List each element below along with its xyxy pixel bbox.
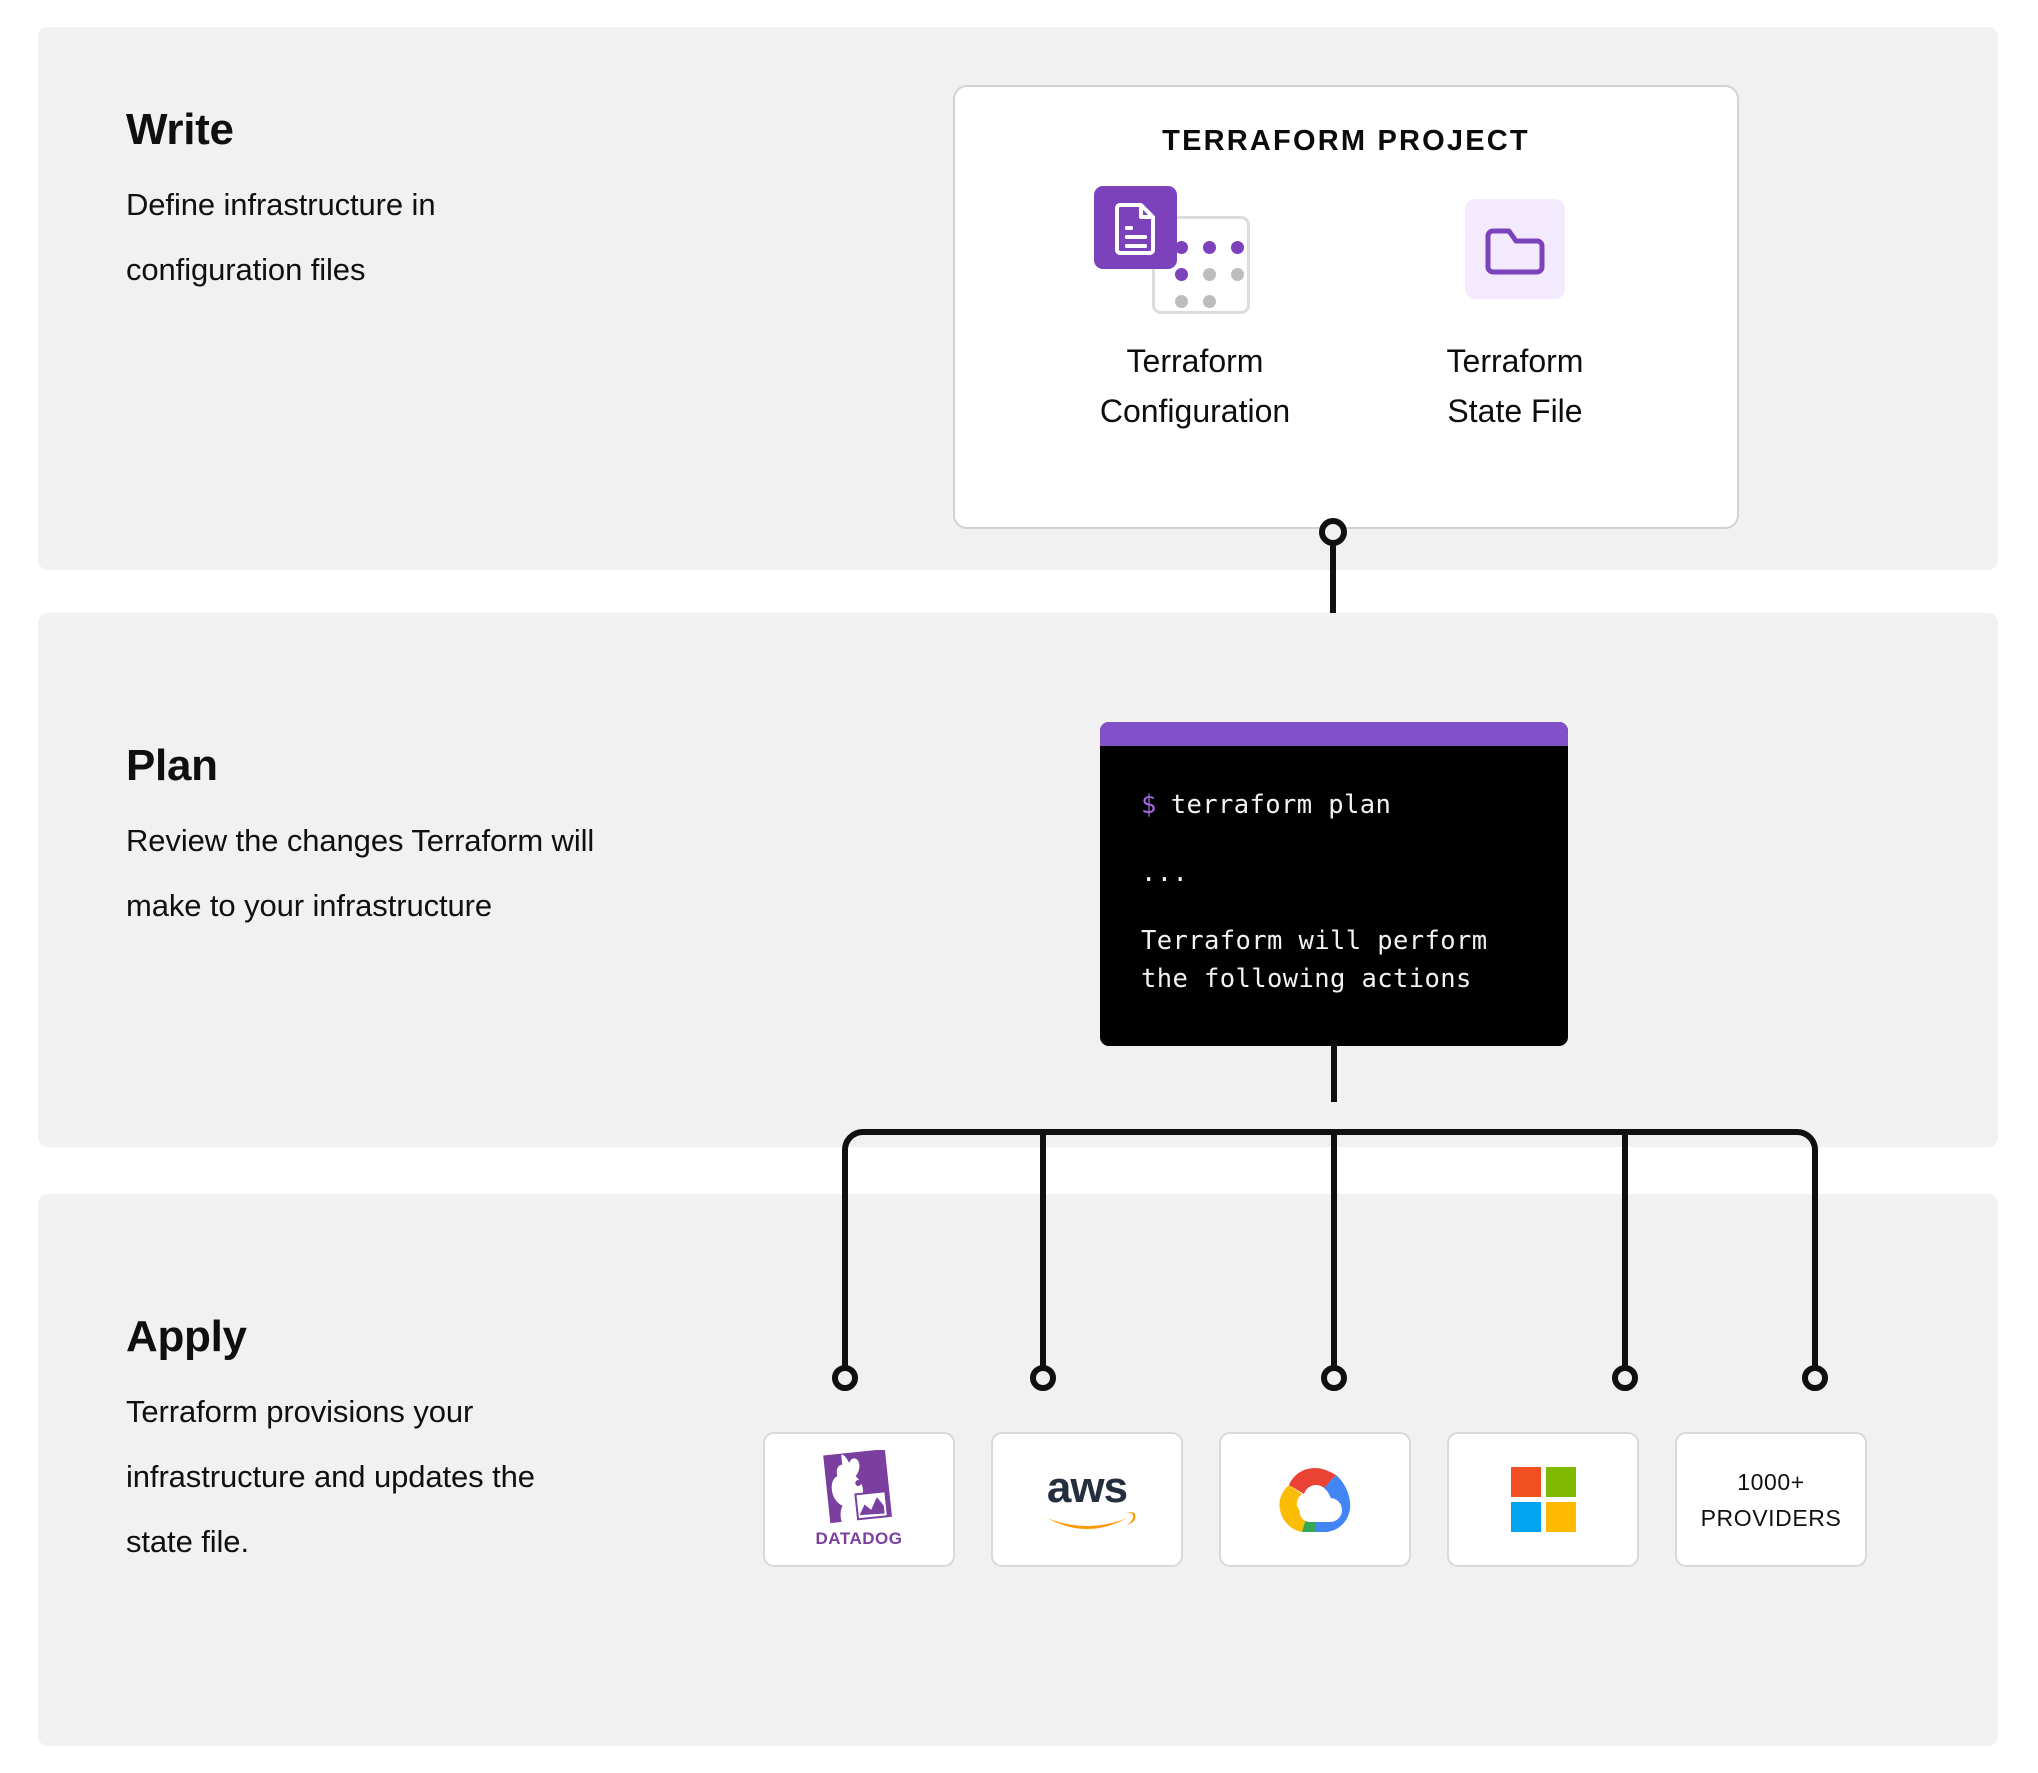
terminal-body: $ terraform plan ... Terraform will perfo… <box>1100 746 1568 998</box>
terminal-title-bar <box>1100 722 1568 746</box>
terminal-command: terraform plan <box>1170 790 1392 820</box>
datadog-logo: DATADOG <box>816 1449 903 1548</box>
microsoft-square-red <box>1510 1467 1541 1497</box>
terraform-configuration-label: Terraform Configuration <box>1099 343 1291 429</box>
providers-count-label: 1000+ PROVIDERS <box>1700 1468 1842 1531</box>
connector-plan-to-providers <box>832 1040 1828 1391</box>
state-file-tile <box>1465 199 1565 299</box>
provider-card-google-cloud[interactable] <box>1219 1432 1411 1567</box>
provider-card-aws[interactable]: aws <box>991 1432 1183 1567</box>
microsoft-square-blue <box>1510 1502 1541 1532</box>
microsoft-logo <box>1510 1467 1576 1532</box>
terminal-window: $ terraform plan ... Terraform will perfo… <box>1100 722 1568 1046</box>
svg-text:aws: aws <box>1047 1463 1127 1512</box>
step-title-write: Write <box>126 105 234 154</box>
terraform-project-title: TERRAFORM PROJECT <box>1162 125 1530 157</box>
step-description-plan: Review the changes Terraform will make t… <box>126 823 595 923</box>
terminal-ellipsis: ... <box>1141 858 1189 888</box>
step-description-write: Define infrastructure in configuration f… <box>126 187 436 287</box>
provider-card-microsoft[interactable] <box>1447 1432 1639 1567</box>
terminal-command-line: $ terraform plan <box>1141 786 1568 824</box>
terminal-output-line-1: Terraform will perform <box>1141 926 1488 956</box>
gcp-logo <box>1279 1467 1351 1532</box>
document-icon <box>1115 203 1155 255</box>
terminal-output-line-2: the following actions <box>1141 964 1472 994</box>
terraform-project-card: TERRAFORM PROJECT <box>953 85 1739 529</box>
step-description-apply: Terraform provisions your infrastructure… <box>126 1394 535 1559</box>
terraform-state-file-label: Terraform State File <box>1446 343 1584 429</box>
config-document-tile <box>1094 186 1177 269</box>
aws-logo: aws <box>1047 1463 1136 1529</box>
terraform-configuration-item: Terraform Configuration <box>1045 181 1345 436</box>
step-title-plan: Plan <box>126 741 218 790</box>
folder-icon <box>1365 181 1665 316</box>
document-grid-icon <box>1045 181 1345 316</box>
microsoft-square-yellow <box>1545 1502 1576 1532</box>
datadog-wordmark: DATADOG <box>816 1529 903 1548</box>
microsoft-square-green <box>1545 1467 1576 1497</box>
panel-plan: Plan Review the changes Terraform will m… <box>38 613 1998 1147</box>
step-title-apply: Apply <box>126 1312 247 1361</box>
terraform-state-file-item: Terraform State File <box>1365 181 1665 436</box>
provider-card-datadog[interactable]: DATADOG <box>763 1432 955 1567</box>
terminal-prompt: $ <box>1141 790 1157 820</box>
provider-card-more-providers[interactable]: 1000+ PROVIDERS <box>1675 1432 1867 1567</box>
folder-glyph <box>1485 228 1545 275</box>
